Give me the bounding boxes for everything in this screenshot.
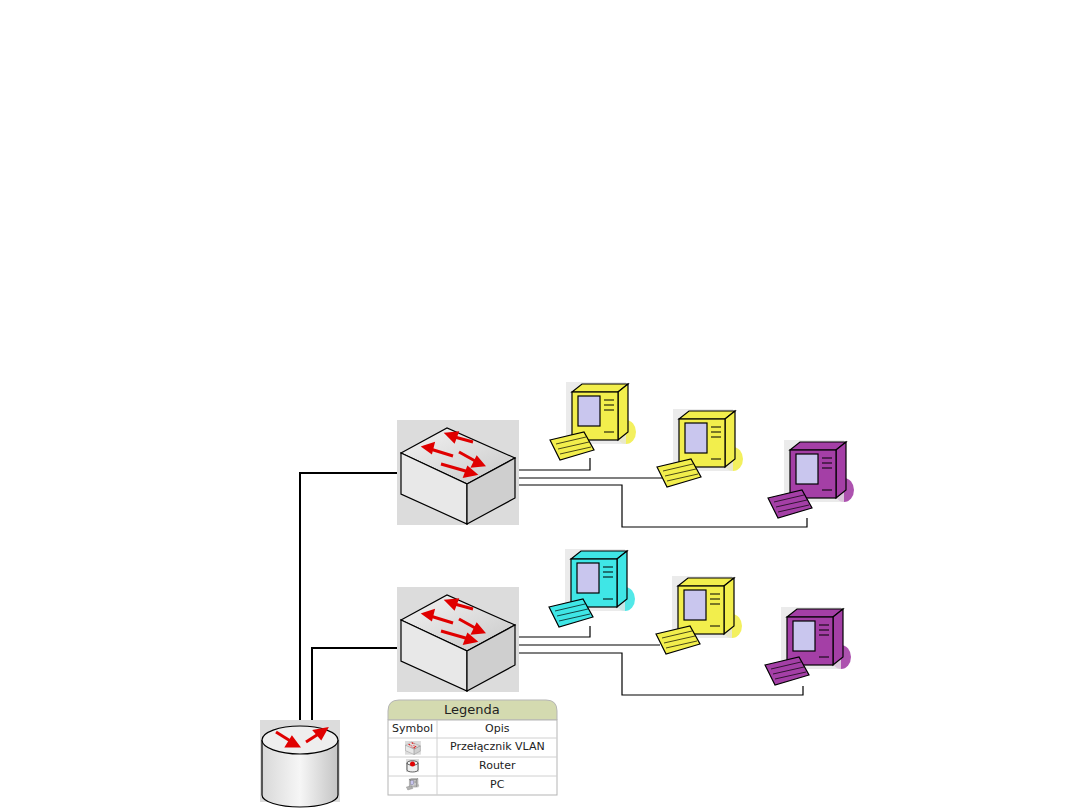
legend-entry: Router [479,759,515,773]
legend-entry: PC [490,778,504,792]
table-header: Symbol [392,722,433,736]
legend-entry: Przełącznik VLAN [450,740,545,754]
table-header: Opis [485,722,509,736]
legend-title: Legenda [444,702,500,718]
